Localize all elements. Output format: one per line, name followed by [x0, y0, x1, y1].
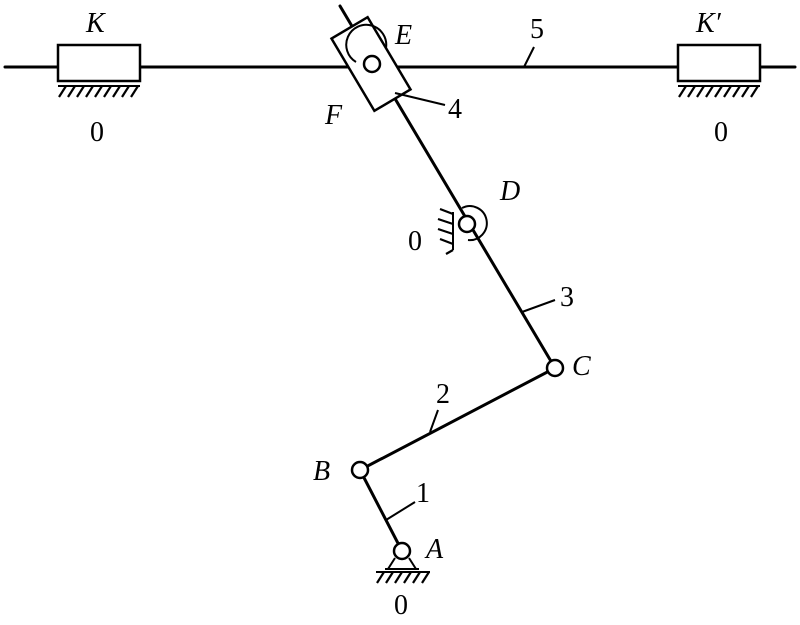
label-ground-right: 0	[714, 117, 728, 148]
label-joint-f: F	[324, 100, 343, 131]
joint-d	[457, 214, 477, 234]
joint-a	[392, 541, 412, 561]
label-slider-k-prime: K′	[695, 8, 722, 39]
a-support-leg-left	[387, 557, 396, 570]
label-ground-a: 0	[394, 590, 408, 621]
link-2-bar	[358, 366, 557, 472]
joint-b	[350, 460, 370, 480]
joint-c	[545, 358, 565, 378]
leader-4	[394, 92, 446, 106]
ground-hatch-d	[437, 207, 454, 255]
label-link-1: 1	[416, 478, 430, 509]
slider-block-k	[56, 43, 142, 83]
label-joint-a: A	[424, 534, 444, 565]
label-link-5: 5	[530, 14, 544, 45]
label-ground-d: 0	[408, 226, 422, 257]
label-joint-c: C	[572, 351, 591, 382]
ground-hatch-k-prime	[678, 85, 760, 98]
slider-block-k-prime	[676, 43, 762, 83]
label-link-3: 3	[560, 282, 574, 313]
pin-e-bearing	[345, 23, 388, 63]
label-joint-b: B	[313, 456, 330, 487]
label-joint-d: D	[499, 176, 520, 207]
link-1-bar	[358, 468, 404, 553]
joint-e	[362, 54, 382, 74]
label-slider-k: K	[85, 8, 106, 39]
label-joint-e: E	[394, 20, 412, 51]
leader-5	[523, 46, 535, 68]
ground-hatch-k	[58, 85, 140, 98]
ground-hatch-a	[376, 571, 430, 584]
d-bearing	[461, 205, 488, 242]
label-ground-left: 0	[90, 117, 104, 148]
leader-1	[385, 501, 416, 521]
leader-3	[521, 299, 556, 313]
label-link-4: 4	[448, 94, 462, 125]
leader-2	[429, 409, 439, 433]
a-support-leg-right	[408, 557, 417, 570]
label-link-2: 2	[436, 379, 450, 410]
